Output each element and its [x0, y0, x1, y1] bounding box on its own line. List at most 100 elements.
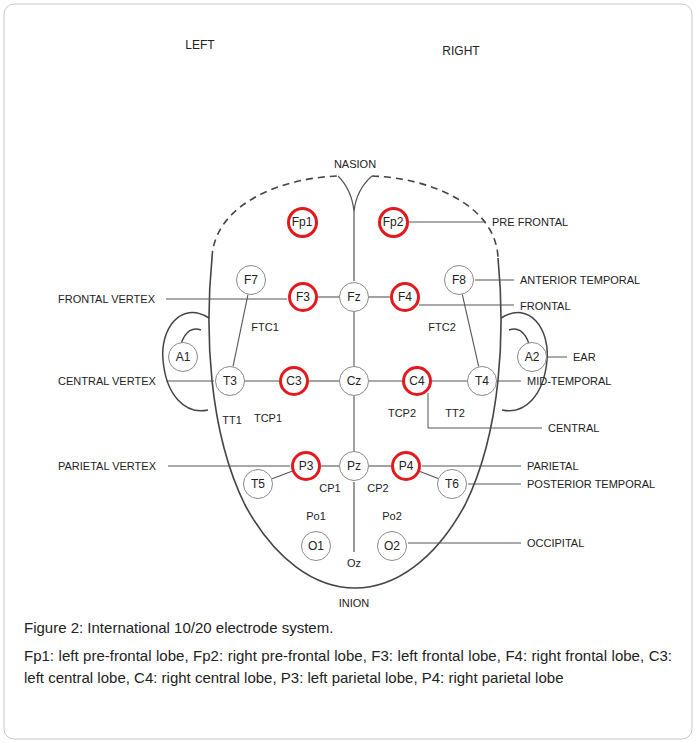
- position-label: CP2: [367, 482, 388, 494]
- leader-line: [168, 466, 290, 467]
- position-label: Po2: [382, 510, 402, 522]
- electrode-name: F4: [398, 291, 412, 303]
- electrode-link: [245, 380, 279, 381]
- position-label: TT2: [445, 407, 465, 419]
- leader-line: [468, 484, 521, 485]
- electrode-name: C3: [286, 375, 301, 387]
- electrode-circle: T4: [467, 366, 497, 396]
- leader-line: [548, 357, 567, 358]
- electrode-name: Fp1: [292, 216, 313, 228]
- electrode-name: A2: [525, 351, 540, 363]
- electrode-circle: P4: [391, 451, 421, 481]
- electrode-name: O1: [308, 540, 324, 552]
- figure-caption: Figure 2: International 10/20 electrode …: [24, 618, 333, 638]
- electrode-link: [272, 471, 292, 478]
- head-outline-top: [212, 176, 498, 258]
- electrode-circle: T3: [215, 366, 245, 396]
- electrode-link: [353, 396, 354, 451]
- side-label: RIGHT: [442, 45, 479, 58]
- electrode-circle: F7: [236, 265, 266, 295]
- figure-frame: [4, 4, 692, 739]
- electrode-link: [420, 471, 438, 478]
- electrode-name: A1: [176, 351, 191, 363]
- electrode-name: O2: [384, 540, 400, 552]
- electrode-name: T4: [475, 375, 489, 387]
- electrode-circle: A2: [517, 342, 547, 372]
- head-outline: [209, 258, 501, 588]
- electrode-name: P3: [299, 460, 314, 472]
- region-label: OCCIPITAL: [527, 537, 584, 549]
- region-label: FRONTAL VERTEX: [58, 293, 155, 305]
- electrode-circle: O2: [377, 531, 407, 561]
- electrode-circle: F4: [390, 282, 420, 312]
- electrode-link: [369, 380, 402, 381]
- electrode-link: [233, 295, 248, 367]
- position-label: TCP2: [388, 407, 416, 419]
- position-label: CP1: [319, 482, 340, 494]
- electrode-circle: Pz: [339, 451, 369, 481]
- position-label: FTC1: [251, 321, 279, 333]
- region-label: FRONTAL: [520, 300, 571, 312]
- position-label: Po1: [306, 510, 326, 522]
- electrode-circle: T5: [243, 469, 273, 499]
- electrode-name: F3: [296, 291, 310, 303]
- side-label: LEFT: [185, 39, 214, 52]
- electrode-name: T5: [251, 478, 265, 490]
- leader-line: [166, 381, 214, 382]
- electrode-circle: F8: [444, 265, 474, 295]
- position-label: FTC2: [428, 321, 456, 333]
- leader-line: [409, 222, 486, 223]
- leader-line: [408, 543, 521, 544]
- electrode-link: [462, 295, 478, 367]
- region-label: EAR: [573, 351, 596, 363]
- leader-line: [422, 466, 521, 467]
- region-label: MID-TEMPORAL: [527, 375, 611, 387]
- electrode-circle: F3: [288, 282, 318, 312]
- electrode-link: [369, 465, 391, 466]
- electrode-name: Cz: [347, 375, 362, 387]
- electrode-link: [432, 380, 467, 381]
- electrode-name: Fz: [347, 291, 360, 303]
- electrode-circle: Fp1: [287, 207, 318, 238]
- leader-line: [166, 299, 287, 300]
- electrode-name: F8: [452, 274, 466, 286]
- electrode-name: Pz: [347, 460, 361, 472]
- electrode-circle: C3: [279, 366, 309, 396]
- position-label: TCP1: [254, 412, 282, 424]
- leader-line: [475, 280, 514, 281]
- region-label: POSTERIOR TEMPORAL: [527, 478, 655, 490]
- leader-line: [419, 305, 514, 306]
- caption-note: Fp1: left pre-frontal lobe, Fp2: right p…: [24, 645, 672, 689]
- electrode-name: C4: [409, 375, 424, 387]
- landmark-label: NASION: [334, 158, 376, 170]
- right-ear: [501, 313, 547, 411]
- region-label: CENTRAL: [548, 422, 599, 434]
- midline: [338, 176, 372, 281]
- electrode-name: T3: [223, 375, 237, 387]
- electrode-circle: Cz: [339, 366, 369, 396]
- electrode-link: [318, 296, 339, 297]
- electrode-name: F7: [244, 274, 258, 286]
- electrode-circle: T6: [437, 469, 467, 499]
- midline: [353, 482, 354, 552]
- electrode-link: [369, 296, 390, 297]
- landmark-label: INION: [339, 597, 370, 609]
- electrode-circle: Fz: [339, 282, 369, 312]
- electrode-circle: P3: [291, 451, 321, 481]
- leader-line: [428, 393, 542, 428]
- region-label: PARIETAL VERTEX: [58, 460, 156, 472]
- electrode-link: [321, 465, 339, 466]
- electrode-name: T6: [445, 478, 459, 490]
- leader-line: [498, 381, 521, 382]
- electrode-circle: Fp2: [378, 207, 409, 238]
- electrode-link: [353, 312, 354, 366]
- electrode-name: P4: [399, 460, 414, 472]
- electrode-name: Fp2: [383, 216, 404, 228]
- position-label: TT1: [222, 414, 242, 426]
- electrode-link: [309, 380, 339, 381]
- electrode-circle: C4: [402, 366, 432, 396]
- region-label: PRE FRONTAL: [492, 216, 568, 228]
- region-label: CENTRAL VERTEX: [58, 375, 156, 387]
- electrode-label: Oz: [347, 557, 361, 569]
- electrode-circle: O1: [301, 531, 331, 561]
